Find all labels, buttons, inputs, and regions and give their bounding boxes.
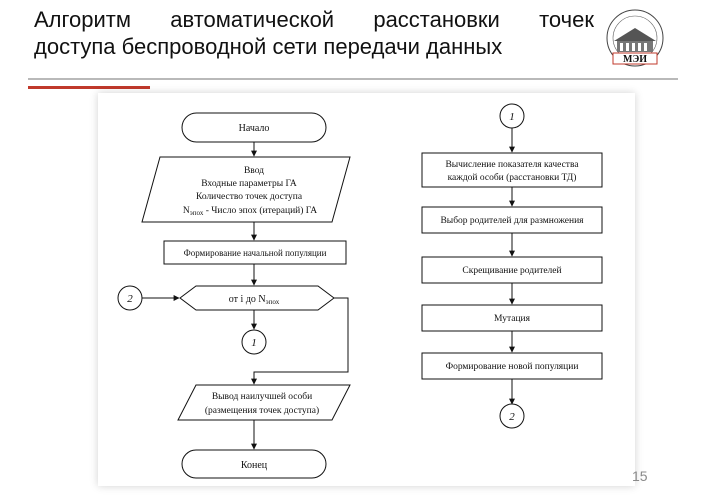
fitness-text-2: каждой особи (расстановки ТД) <box>448 172 577 183</box>
input-text-2: Входные параметры ГА <box>201 179 297 189</box>
connector-2-right <box>499 403 525 429</box>
loop-subscript: эпох <box>266 298 280 306</box>
end-label: Конец <box>241 460 268 471</box>
input-parallelogram <box>141 156 351 223</box>
select-parents-process <box>421 206 603 234</box>
connector-1-right-label: 1 <box>509 111 515 123</box>
mutation-label: Мутация <box>494 314 531 324</box>
connector-1-left <box>241 329 267 355</box>
logo-text: МЭИ <box>623 54 647 65</box>
title-line-2: доступа беспроводной сети передачи данны… <box>34 34 503 59</box>
input-n-symbol: N <box>183 206 190 216</box>
new-population-process <box>421 352 603 380</box>
output-text-1: Вывод наилучшей особи <box>212 391 312 402</box>
title-line-1: Алгоритм автоматической расстановки точе… <box>34 6 594 33</box>
mei-logo-icon: МЭИ <box>606 9 664 67</box>
input-n-subscript: эпох <box>190 209 204 217</box>
crossover-process <box>421 256 603 284</box>
fitness-process <box>421 152 603 188</box>
title-accent-bar <box>28 86 150 89</box>
crossover-label: Скрещивание родителей <box>462 265 561 276</box>
connector-2-left-label: 2 <box>127 293 133 305</box>
loop-exit-line <box>251 297 349 385</box>
init-population-label: Формирование начальной популяции <box>184 248 327 258</box>
loop-label: от i до Nэпох <box>229 294 280 306</box>
title-word: точек <box>539 7 594 32</box>
fitness-text-1: Вычисление показателя качества <box>445 160 579 170</box>
title-word: расстановки <box>373 7 500 32</box>
start-label: Начало <box>239 123 270 134</box>
init-population-process <box>163 240 347 265</box>
page-number: 15 <box>632 468 648 484</box>
connector-2-right-label: 2 <box>509 411 515 423</box>
mutation-process <box>421 304 603 332</box>
select-parents-label: Выбор родителей для размножения <box>440 215 584 226</box>
input-text-1: Ввод <box>244 166 264 176</box>
output-text-2: (размещения точек доступа) <box>205 405 319 416</box>
connector-1-left-label: 1 <box>251 337 257 349</box>
output-parallelogram <box>177 384 351 421</box>
end-terminator <box>181 449 327 479</box>
slide-title: Алгоритм автоматической расстановки точе… <box>34 6 594 60</box>
title-word: Алгоритм <box>34 7 132 32</box>
input-text-4: Nэпох - Число эпох (итераций) ГА <box>183 205 317 217</box>
new-population-label: Формирование новой популяции <box>446 361 579 372</box>
title-word: автоматической <box>170 7 335 32</box>
input-text-3: Количество точек доступа <box>196 192 303 202</box>
input-n-description: - Число эпох (итераций) ГА <box>203 205 317 216</box>
loop-prefix: от i до N <box>229 294 266 305</box>
title-divider <box>28 78 678 80</box>
